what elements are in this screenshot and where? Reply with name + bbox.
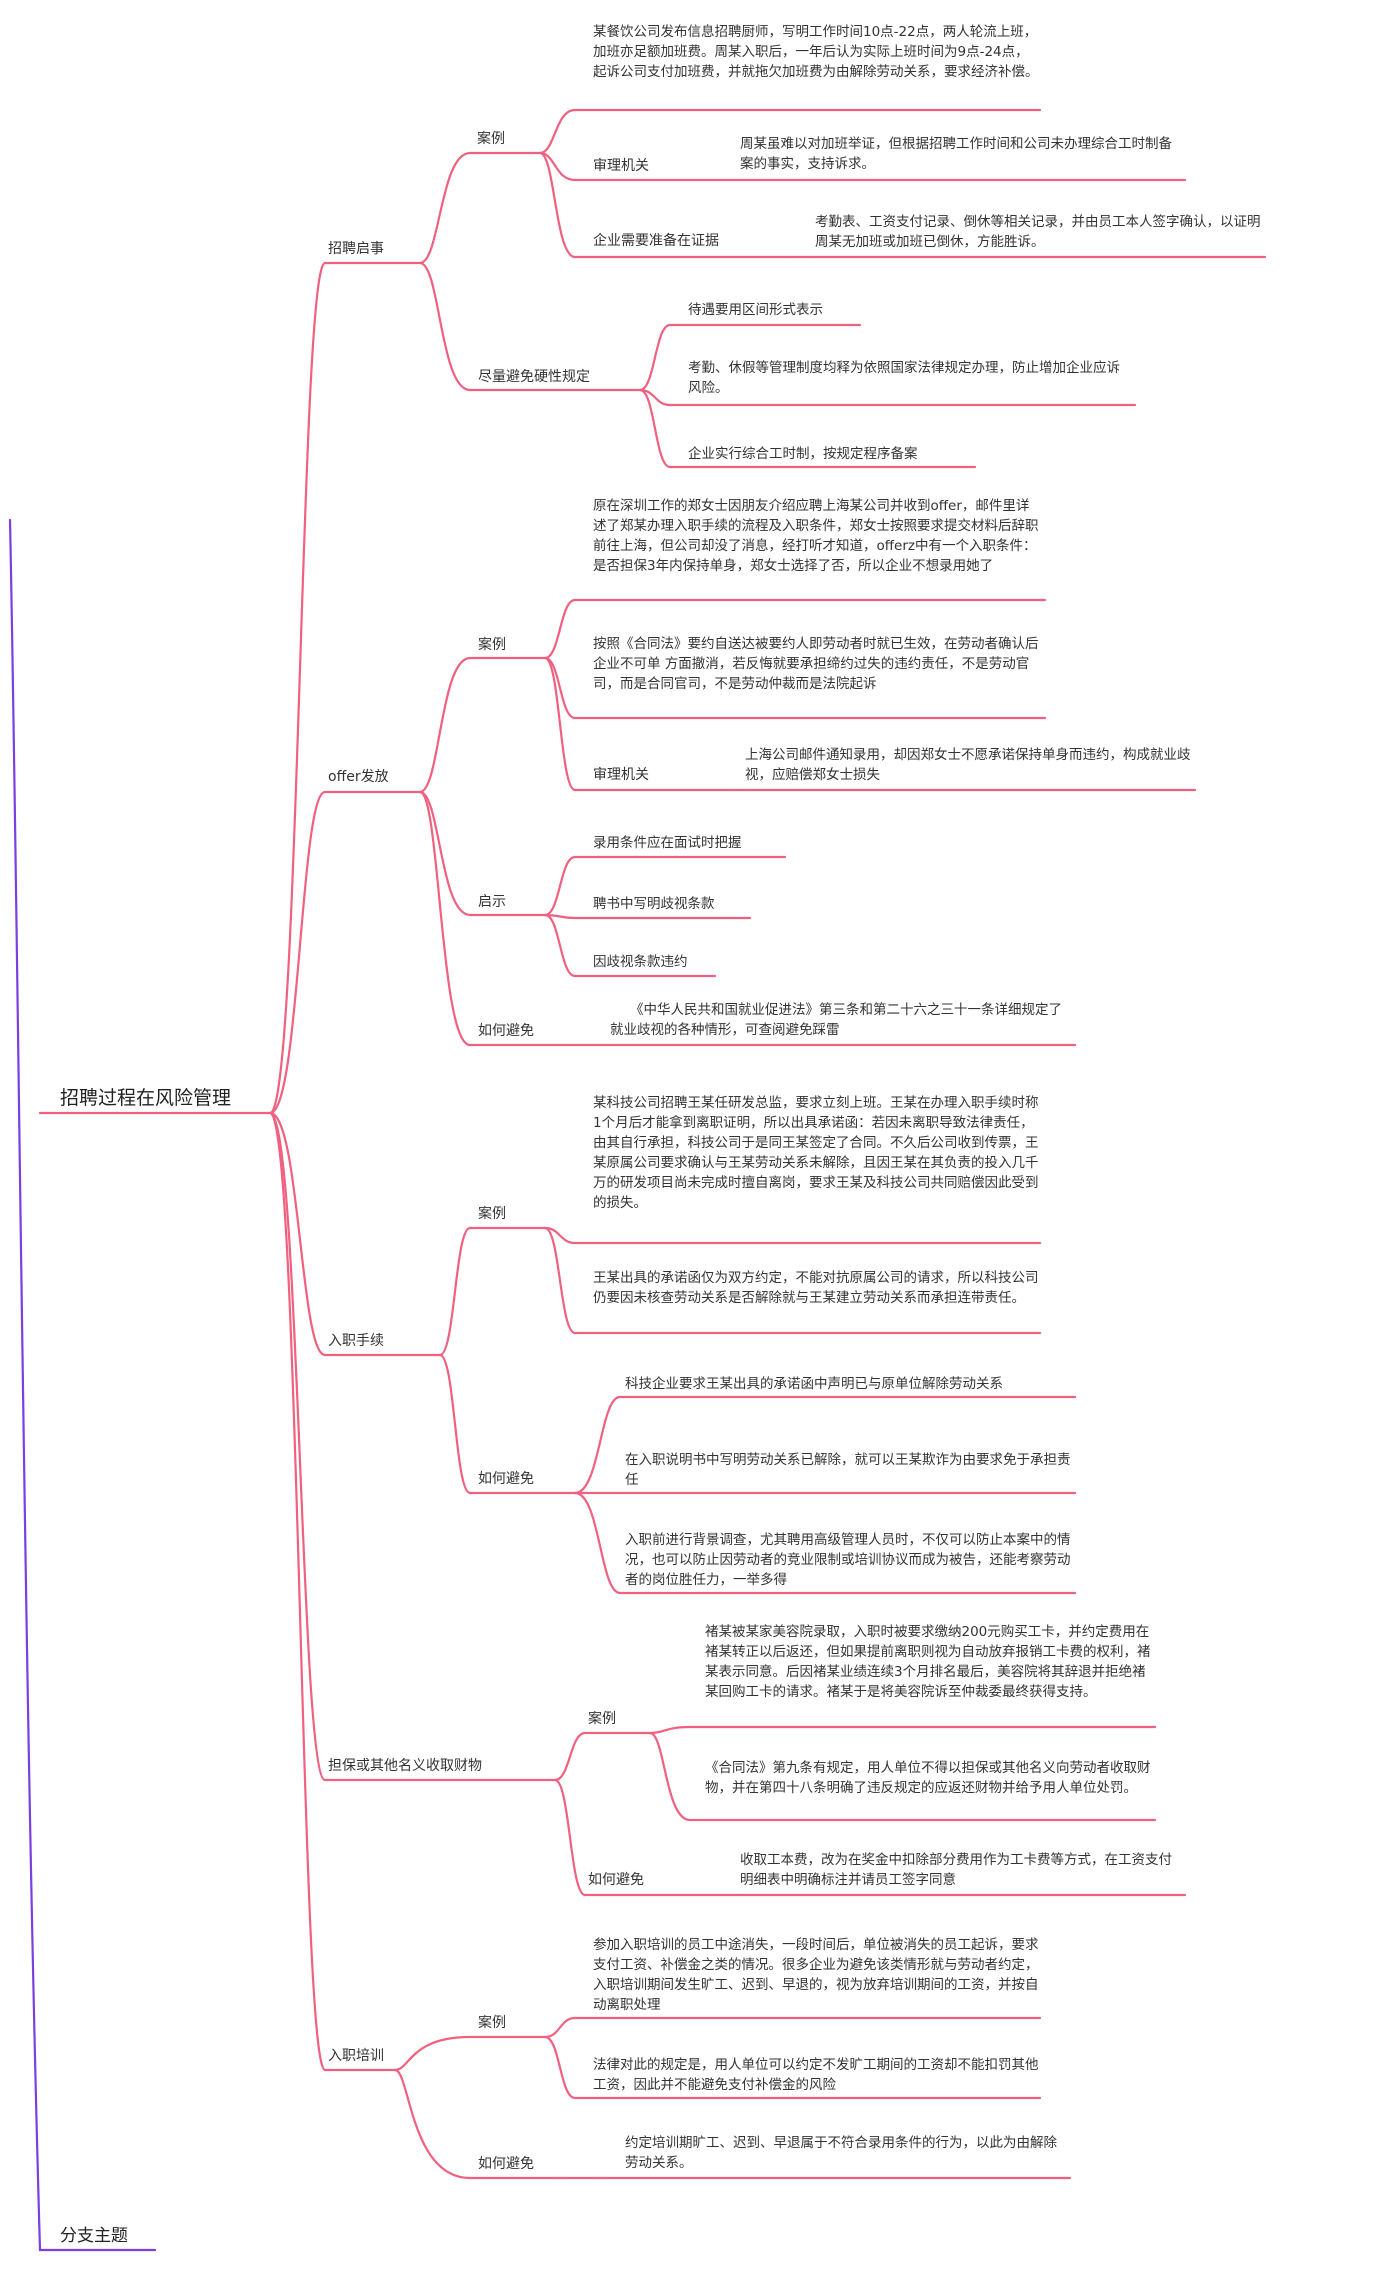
s3-case-text-1[interactable]: 某科技公司招聘王某任研发总监，要求立刻上班。王某在办理入职手续时称1个月后才能拿… xyxy=(593,1095,1039,1211)
topic-offer[interactable]: offer发放 xyxy=(328,769,389,785)
s2-case-label[interactable]: 案例 xyxy=(478,637,506,653)
s2-review-text[interactable]: 上海公司邮件通知录用，却因郑女士不愿承诺保持单身而违约，构成就业歧视，应赔偿郑女… xyxy=(745,747,1191,783)
branch-topic[interactable]: 分支主题 xyxy=(60,2226,128,2246)
s2-hint-item-1[interactable]: 录用条件应在面试时把握 xyxy=(593,835,742,851)
edge-root-s1 xyxy=(268,261,327,1115)
s4-avoid-label[interactable]: 如何避免 xyxy=(588,1872,644,1888)
edge-root-s4 xyxy=(268,1111,327,1782)
s3-avoid-item-2[interactable]: 在入职说明书中写明劳动关系已解除，就可以王某欺诈为由要求免于承担责任 xyxy=(625,1452,1071,1488)
s5-avoid-text[interactable]: 约定培训期旷工、迟到、早退属于不符合录用条件的行为，以此为由解除劳动关系。 xyxy=(625,2135,1057,2171)
s1-avoid-item-1[interactable]: 待遇要用区间形式表示 xyxy=(688,302,823,318)
topic-onboarding-training[interactable]: 入职培训 xyxy=(328,2048,384,2064)
s5-case-text-1[interactable]: 参加入职培训的员工中途消失，一段时间后，单位被消失的员工起诉，要求支付工资、补偿… xyxy=(593,1937,1039,2013)
s4-case-text-1[interactable]: 褚某被某家美容院录取，入职时被要求缴纳200元购买工卡，并约定费用在褚某转正以后… xyxy=(705,1624,1151,1700)
s2-case-text-2[interactable]: 按照《合同法》要约自送达被要约人即劳动者时就已生效，在劳动者确认后企业不可单 方… xyxy=(593,636,1039,692)
s5-case-label[interactable]: 案例 xyxy=(478,2015,506,2031)
s1-avoid-item-3[interactable]: 企业实行综合工时制，按规定程序备案 xyxy=(688,446,918,462)
topic-deposit-collection[interactable]: 担保或其他名义收取财物 xyxy=(328,1758,482,1774)
s2-review-label[interactable]: 审理机关 xyxy=(593,767,649,783)
s3-avoid-item-3[interactable]: 入职前进行背景调查，尤其聘用高级管理人员时，不仅可以防止本案中的情况，也可以防止… xyxy=(625,1532,1071,1588)
s5-case-text-2[interactable]: 法律对此的规定是，用人单位可以约定不发旷工期间的工资却不能扣罚其他工资，因此并不… xyxy=(593,2057,1039,2093)
edge-branch-topic xyxy=(8,518,157,2252)
s4-case-label[interactable]: 案例 xyxy=(588,1711,616,1727)
topic-recruitment-notice[interactable]: 招聘启事 xyxy=(328,241,384,257)
s3-avoid-label[interactable]: 如何避免 xyxy=(478,1471,534,1487)
s3-case-text-2[interactable]: 王某出具的承诺函仅为双方约定，不能对抗原属公司的请求，所以科技公司仍要因未核查劳… xyxy=(593,1270,1039,1306)
edge-root-s5 xyxy=(268,1111,327,2072)
s4-case-text-2[interactable]: 《合同法》第九条有规定，用人单位不得以担保或其他名义向劳动者收取财物，并在第四十… xyxy=(705,1760,1151,1796)
s2-hint-item-2[interactable]: 聘书中写明歧视条款 xyxy=(593,896,715,912)
s2-hint-label[interactable]: 启示 xyxy=(478,894,506,910)
edge-root-s3 xyxy=(268,1111,327,1357)
s1-review-text[interactable]: 周某虽难以对加班举证，但根据招聘工作时间和公司未办理综合工时制备案的事实，支持诉… xyxy=(740,136,1172,172)
s1-evidence-text[interactable]: 考勤表、工资支付记录、倒休等相关记录，并由员工本人签字确认，以证明周某无加班或加… xyxy=(815,214,1261,250)
s1-case-text[interactable]: 某餐饮公司发布信息招聘厨师，写明工作时间10点-22点，两人轮流上班，加班亦足额… xyxy=(593,24,1039,80)
s4-avoid-text[interactable]: 收取工本费，改为在奖金中扣除部分费用作为工卡费等方式，在工资支付明细表中明确标注… xyxy=(740,1852,1172,1888)
root-topic[interactable]: 招聘过程在风险管理 xyxy=(60,1087,232,1109)
edge-root-s2 xyxy=(268,790,327,1115)
s1-avoid-item-2[interactable]: 考勤、休假等管理制度均释为依照国家法律规定办理，防止增加企业应诉风险。 xyxy=(688,360,1120,396)
topic-onboarding[interactable]: 入职手续 xyxy=(328,1333,384,1349)
s1-avoid-label[interactable]: 尽量避免硬性规定 xyxy=(478,369,590,385)
s3-avoid-item-1[interactable]: 科技企业要求王某出具的承诺函中声明已与原单位解除劳动关系 xyxy=(625,1376,1003,1392)
s5-avoid-label[interactable]: 如何避免 xyxy=(478,2156,534,2172)
s1-case-label[interactable]: 案例 xyxy=(477,131,505,147)
s2-avoid-text[interactable]: 《中华人民共和国就业促进法》第三条和第二十六之三十一条详细规定了就业歧视的各种情… xyxy=(610,1002,1062,1038)
s1-evidence-label[interactable]: 企业需要准备在证据 xyxy=(593,233,719,249)
s1-review-label[interactable]: 审理机关 xyxy=(593,158,649,174)
s3-case-label[interactable]: 案例 xyxy=(478,1206,506,1222)
s2-hint-item-3[interactable]: 因歧视条款违约 xyxy=(593,954,688,970)
s2-avoid-label[interactable]: 如何避免 xyxy=(478,1023,534,1039)
s2-case-text-1[interactable]: 原在深圳工作的郑女士因朋友介绍应聘上海某公司并收到offer，邮件里详述了郑某办… xyxy=(593,498,1039,574)
